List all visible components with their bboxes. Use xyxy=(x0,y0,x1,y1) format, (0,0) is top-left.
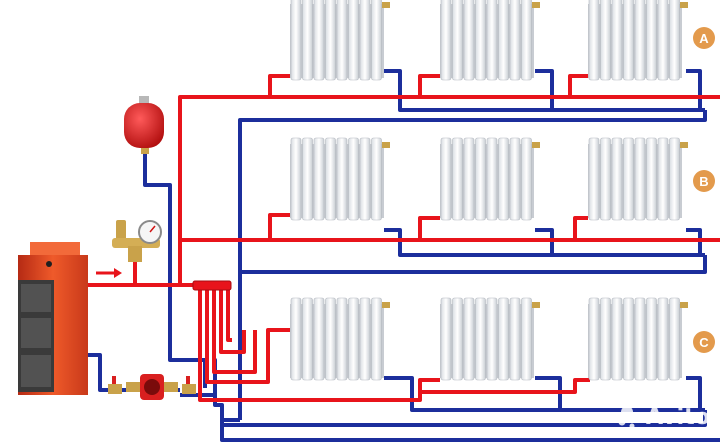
supply-pipes xyxy=(88,74,720,402)
radiator-c1 xyxy=(289,297,391,381)
radiator-a2 xyxy=(439,0,541,81)
circulation-pump-icon xyxy=(126,374,178,400)
svg-text:A: A xyxy=(699,31,709,46)
radiator-b2 xyxy=(439,137,541,221)
radiator-b3 xyxy=(587,137,689,221)
floor-badge-b: B xyxy=(693,170,715,192)
valve-icon xyxy=(108,376,196,394)
watermark-text: Avito xyxy=(646,405,710,430)
radiator-c2 xyxy=(439,297,541,381)
watermark-logo: Avito xyxy=(618,405,710,430)
boiler-icon xyxy=(18,242,88,395)
safety-group-icon xyxy=(112,220,162,262)
svg-text:B: B xyxy=(699,174,708,189)
floor-badge-c: C xyxy=(693,331,715,353)
radiator-c3 xyxy=(587,297,689,381)
radiator-b1 xyxy=(289,137,391,221)
expansion-tank-icon xyxy=(124,96,164,154)
distribution-manifold-icon xyxy=(192,280,232,291)
floor-badge-a: A xyxy=(693,27,715,49)
svg-text:C: C xyxy=(699,335,709,350)
radiator-a1 xyxy=(289,0,391,81)
radiator-a3 xyxy=(587,0,689,81)
flow-arrow-icon xyxy=(96,268,122,278)
